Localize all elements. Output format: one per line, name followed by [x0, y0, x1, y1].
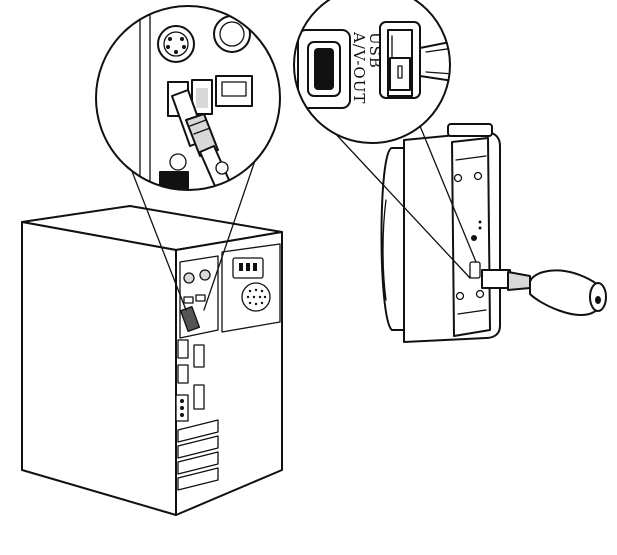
tower-left-face [22, 222, 176, 515]
zoom-circle-computer-port [96, 6, 280, 202]
power-supply [222, 244, 280, 332]
camera-usb-port [470, 262, 480, 278]
digital-camera [382, 124, 607, 342]
computer-tower [22, 206, 282, 515]
av-out-port-label: A/V-OUT [350, 31, 368, 104]
zoom-circle-camera-port: USB A/V-OUT [294, 0, 460, 143]
